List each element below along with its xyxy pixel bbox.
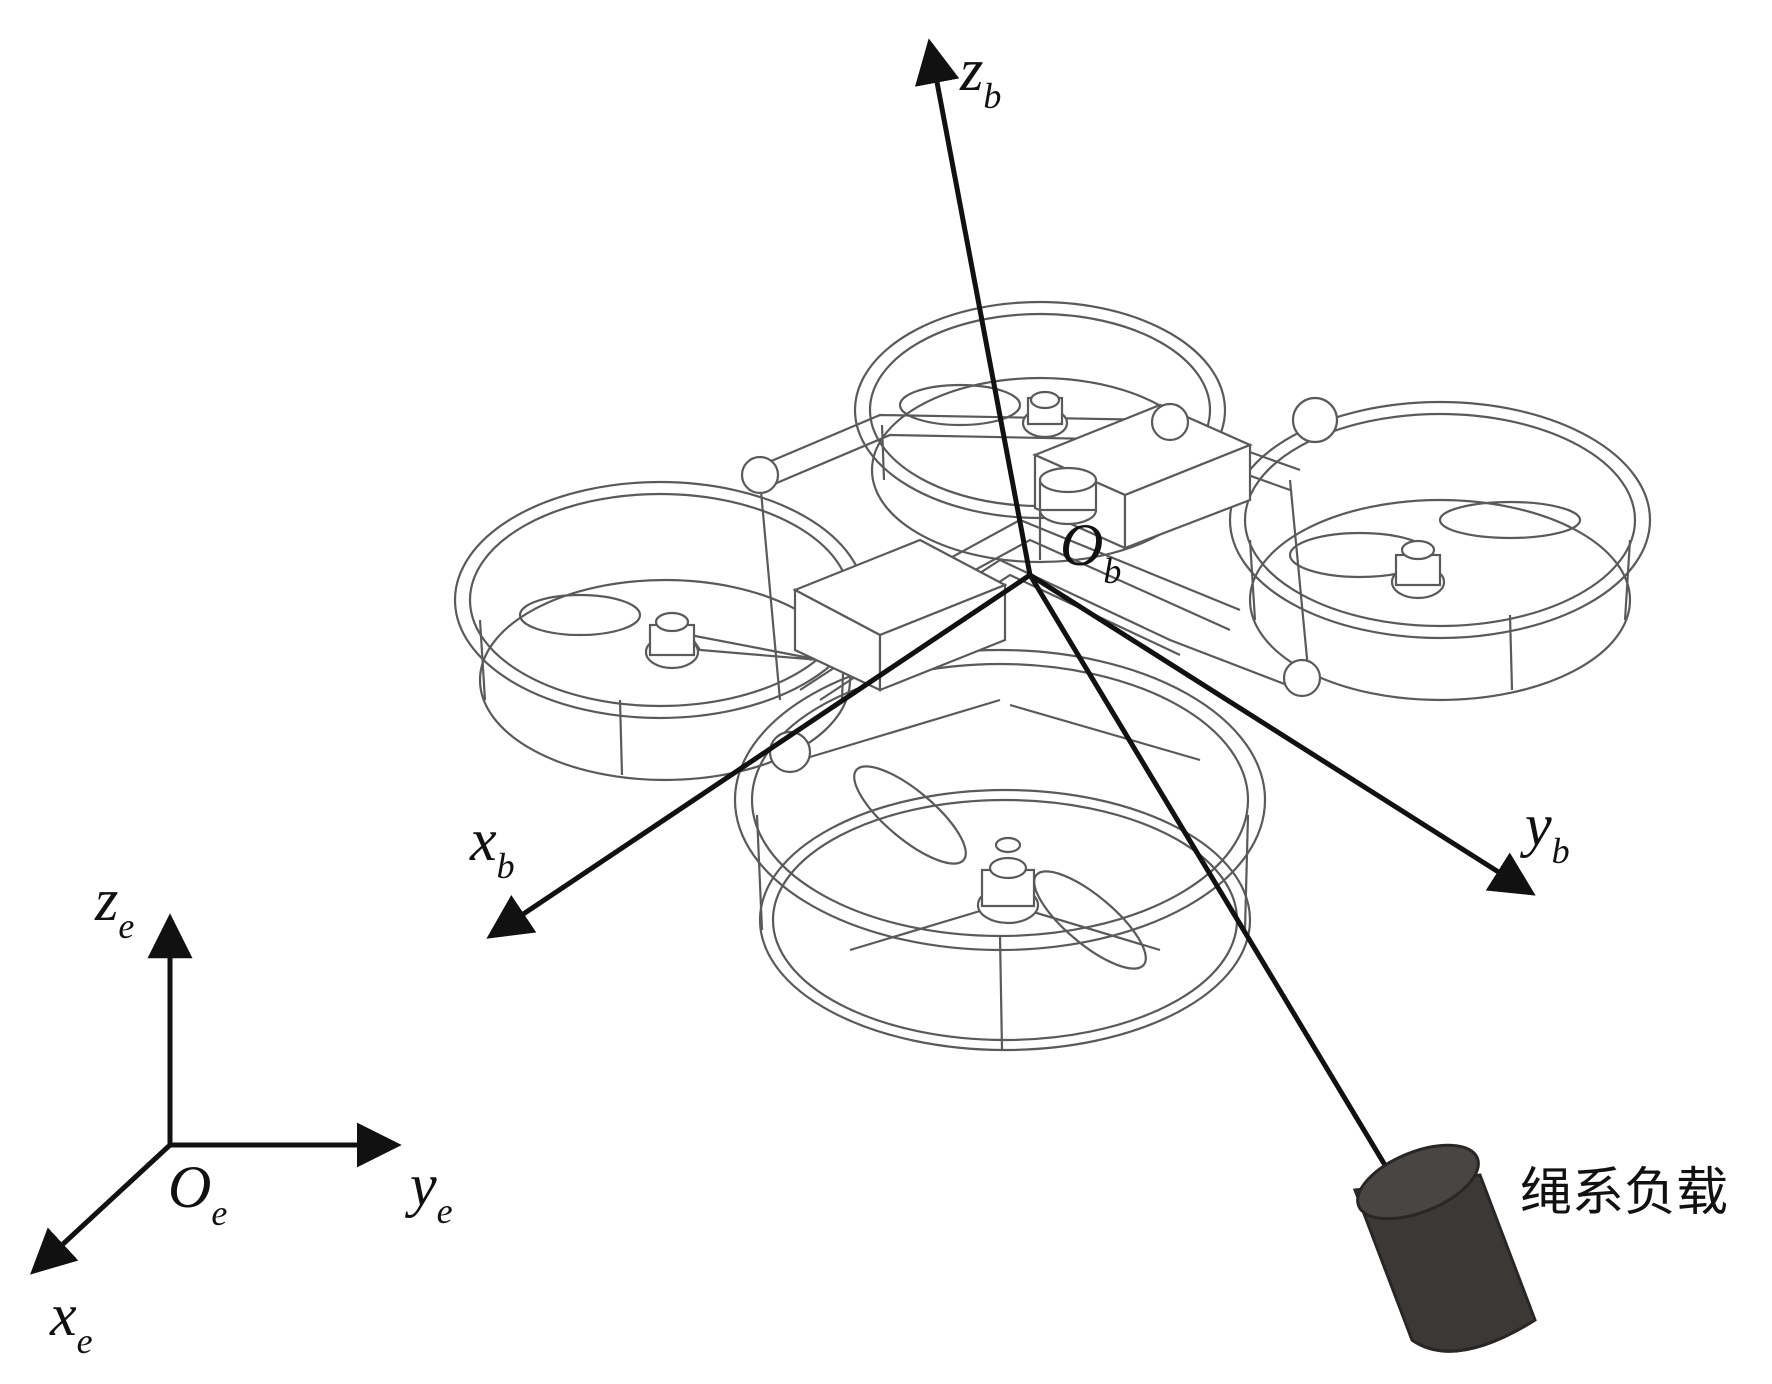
earth-origin-label: Oe xyxy=(168,1154,227,1233)
body-frame: Ob zb xb yb xyxy=(469,37,1570,1217)
body-y-axis xyxy=(1028,572,1536,896)
tethered-payload: 绳系负载 xyxy=(1352,1143,1728,1353)
body-z-axis xyxy=(914,38,1033,576)
avionics-box-right xyxy=(1032,403,1253,550)
quadrotor-drone xyxy=(453,300,1652,1052)
body-origin-label: Ob xyxy=(1060,512,1121,591)
rotor-guard-front xyxy=(733,648,1267,1052)
rotor-guard-right xyxy=(1228,400,1652,702)
body-x-axis xyxy=(486,572,1032,939)
tether-cable xyxy=(1027,573,1418,1217)
rotor-guard-left xyxy=(453,480,867,782)
payload-label: 绳系负载 xyxy=(1520,1163,1728,1223)
earth-frame: Oe ze ye xe xyxy=(30,867,453,1361)
earth-y-label: ye xyxy=(404,1152,453,1231)
body-y-label: yb xyxy=(1519,792,1570,871)
body-x-label: xb xyxy=(469,807,515,886)
earth-x-label: xe xyxy=(49,1282,93,1361)
body-z-label: zb xyxy=(959,37,1001,116)
earth-z-label: ze xyxy=(94,867,134,946)
earth-x-axis xyxy=(30,1143,172,1275)
